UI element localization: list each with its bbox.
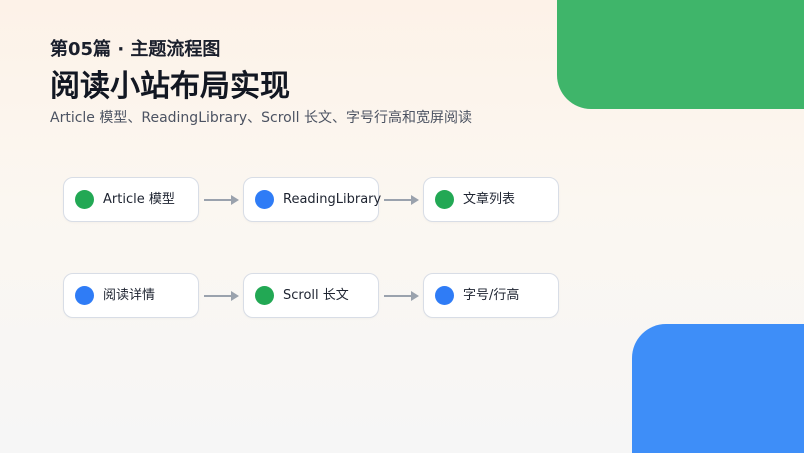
flow-node-reading-library: ReadingLibrary: [243, 177, 382, 222]
arrow-right-icon: [204, 195, 239, 205]
bottom-right-blue-block: [632, 324, 804, 453]
status-dot: [435, 286, 454, 305]
status-dot: [75, 286, 94, 305]
flow-node-article-model: Article 模型: [63, 177, 199, 222]
node-label: 阅读详情: [103, 287, 156, 303]
flow-node-reading-detail: 阅读详情: [63, 273, 199, 318]
flow-node-article-list: 文章列表: [423, 177, 559, 222]
status-dot: [435, 190, 454, 209]
page-description: Article 模型、ReadingLibrary、Scroll 长文、字号行高…: [50, 110, 472, 126]
node-label: ReadingLibrary: [283, 191, 382, 207]
status-dot: [255, 286, 274, 305]
header: 第05篇 · 主题流程图 阅读小站布局实现 Article 模型、Reading…: [50, 38, 550, 128]
status-dot: [255, 190, 274, 209]
node-label: Scroll 长文: [283, 287, 349, 303]
page-title: 阅读小站布局实现: [50, 69, 290, 104]
arrow-right-icon: [204, 291, 239, 301]
status-dot: [75, 190, 94, 209]
node-label: 字号/行高: [463, 287, 520, 303]
node-label: Article 模型: [103, 191, 175, 207]
top-right-green-block: [557, 0, 804, 109]
arrow-right-icon: [384, 195, 419, 205]
flow-node-scroll-long-text: Scroll 长文: [243, 273, 379, 318]
arrow-right-icon: [384, 291, 419, 301]
node-label: 文章列表: [463, 191, 516, 207]
series-label: 第05篇 · 主题流程图: [50, 39, 221, 60]
flow-node-font-line-height: 字号/行高: [423, 273, 559, 318]
